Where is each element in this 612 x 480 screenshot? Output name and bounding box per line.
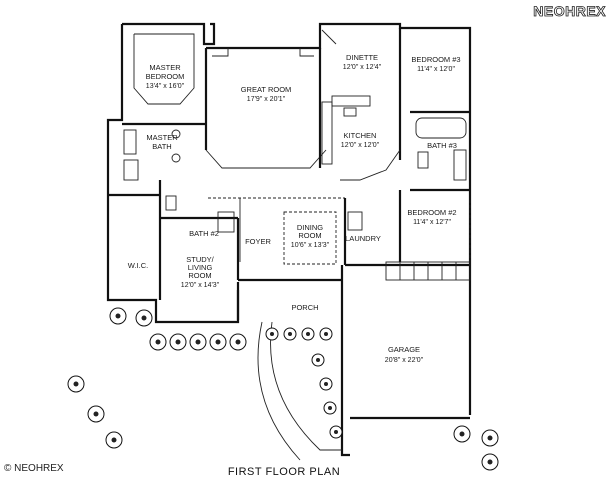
shrub [67,375,85,393]
garage-dimensions: 20'8" x 22'0" [385,357,424,364]
bedroom2-dimensions: 11'4" x 12'7" [413,219,451,226]
walkway-left-edge [257,321,301,461]
master-bedroom-label: MASTER [149,63,181,72]
master-sink-2 [171,153,181,163]
great-room-bay-left [212,48,229,57]
master-bath-label: MASTER [146,133,178,142]
shrub [149,333,167,351]
master-bedroom-label-2: BEDROOM [146,72,185,81]
watermark-top: NEOHREX [533,3,606,19]
watermark-bottom: © NEOHREX [4,463,64,474]
shrub [169,333,187,351]
wic-label: W.I.C. [128,261,148,270]
great-room-label: GREAT ROOM [241,85,292,94]
dining-ceiling [283,211,337,265]
shrub [453,425,471,443]
great-room-bottom-bay [205,149,327,169]
kitchen-counter-west [321,101,333,165]
shrub [319,327,333,341]
master-bedroom-dimensions: 13'4" x 16'0" [146,83,185,90]
shrub [301,327,315,341]
foyer-label: FOYER [245,237,271,246]
shrub [323,401,337,415]
master-bay-outline [133,33,195,105]
kitchen-sink [343,107,357,117]
master-tub [123,129,137,155]
master-bedroom-top-wall [122,22,216,46]
master-sink-1 [171,129,181,139]
shrub [265,327,279,341]
laundry-label: LAUNDRY [345,234,381,243]
great-room-dimensions: 17'9" x 20'1" [247,96,286,103]
shrub [87,405,105,423]
garage-west-wall [340,265,350,457]
dining-room-label-2: ROOM [298,231,321,240]
master-bath-label-2: BATH [152,142,171,151]
study-dimensions: 12'0" x 14'3" [181,282,220,289]
shrub [481,429,499,447]
study-label-3: ROOM [188,271,211,280]
room-labels: MASTER BEDROOM 13'4" x 16'0" MASTER BATH… [128,53,461,364]
bath3-tub [415,117,467,139]
shrub [229,333,247,351]
bedroom3-dimensions: 11'4" x 12'0" [417,66,455,73]
bath2-closet [217,211,235,233]
bedroom2-label: BEDROOM #2 [407,208,456,217]
laundry-washer [347,211,363,231]
dining-room-dimensions: 10'6" x 13'3" [291,242,330,249]
bath3-vanity [453,149,467,181]
shrub [105,431,123,449]
shrub [481,453,499,471]
garage-label: GARAGE [388,345,420,354]
master-shower [123,159,139,181]
bath2-toilet [165,195,177,211]
great-room-bay-right [299,48,314,57]
dinette-dimensions: 12'0" x 12'4" [343,64,382,71]
bath3-toilet [417,151,429,169]
kitchen-dimensions: 12'0" x 12'0" [341,142,380,149]
west-wall [106,24,240,324]
shrub [319,377,333,391]
study-label-2: LIVING [188,263,213,272]
study-label: STUDY/ [186,255,214,264]
dinette-label: DINETTE [346,53,378,62]
shrub [109,307,127,325]
plan-title: FIRST FLOOR PLAN [228,466,340,478]
interior-walls [108,28,471,461]
bedroom3-label: BEDROOM #3 [411,55,460,64]
shrub [135,309,153,327]
kitchen-south-angle [340,149,401,181]
shrub [283,327,297,341]
dining-room-label: DINING [297,223,323,232]
porch-label: PORCH [291,303,318,312]
dinette-corner [321,29,337,45]
shrub [189,333,207,351]
kitchen-counter-top [331,95,371,107]
shrub [329,425,343,439]
landscaping [67,307,499,471]
bath3-label: BATH #3 [427,141,457,150]
walkway-right-edge [270,321,342,451]
kitchen-label: KITCHEN [344,131,377,140]
shrub [209,333,227,351]
shrub [311,353,325,367]
bath2-label: BATH #2 [189,229,219,238]
